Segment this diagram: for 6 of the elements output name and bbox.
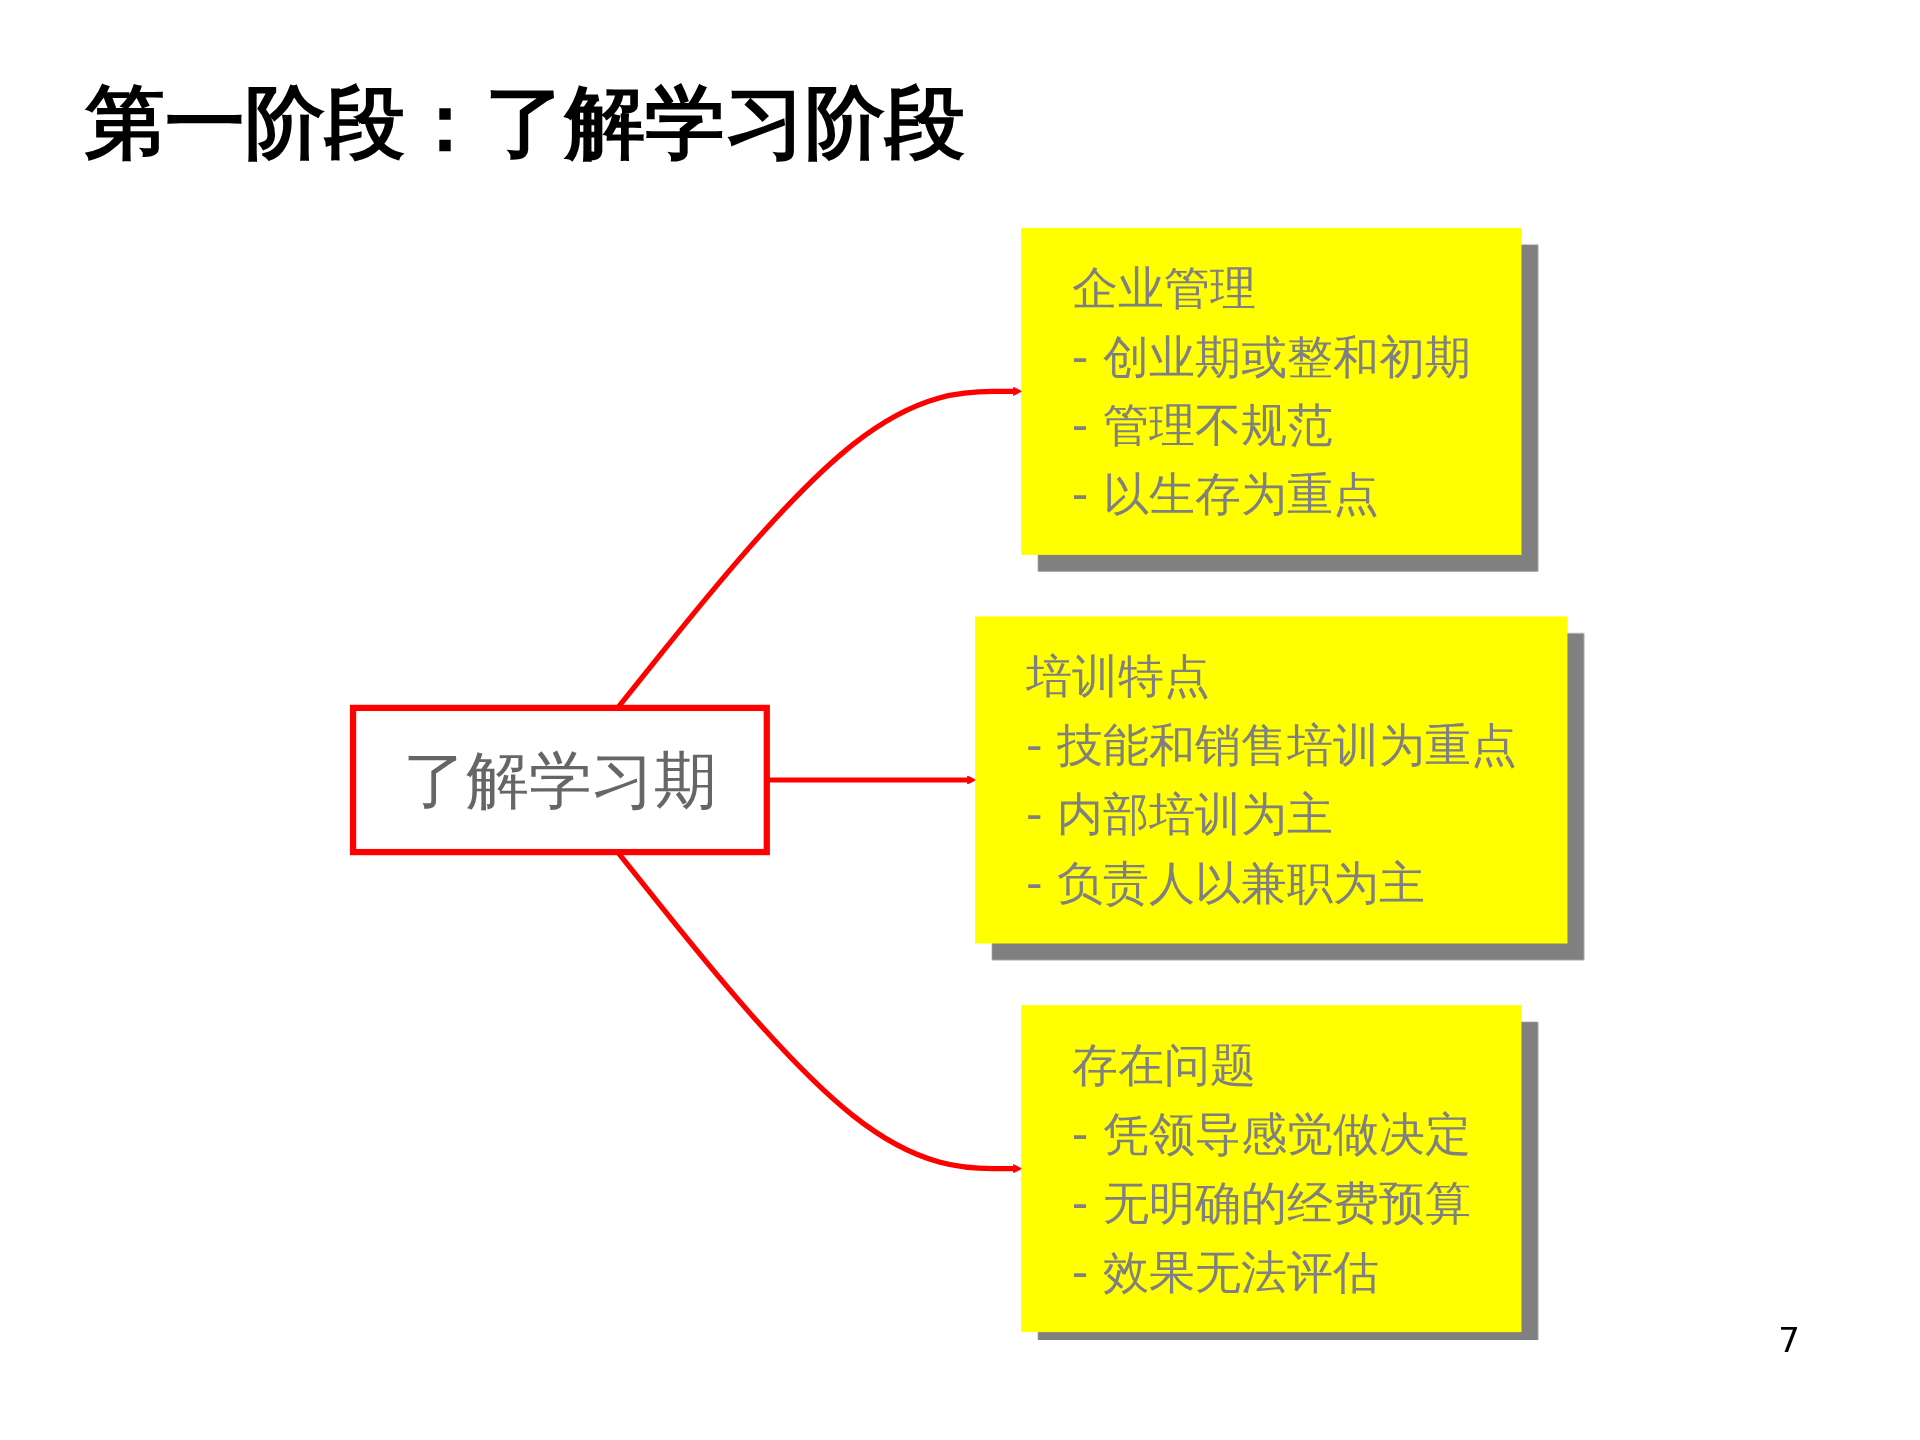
node-box: 培训特点 - 技能和销售培训为重点 - 内部培训为主 - 负责人以兼职为主	[975, 616, 1568, 944]
node-box: 企业管理 - 创业期或整和初期 - 管理不规范 - 以生存为重点	[1021, 227, 1522, 555]
node-box: 了解学习期	[349, 704, 770, 856]
page-number: 7	[1778, 1320, 1800, 1360]
node-box: 存在问题 - 凭领导感觉做决定 - 无明确的经费预算 - 效果无法评估	[1021, 1005, 1522, 1333]
slide-title: 第一阶段：了解学习阶段	[85, 75, 965, 171]
